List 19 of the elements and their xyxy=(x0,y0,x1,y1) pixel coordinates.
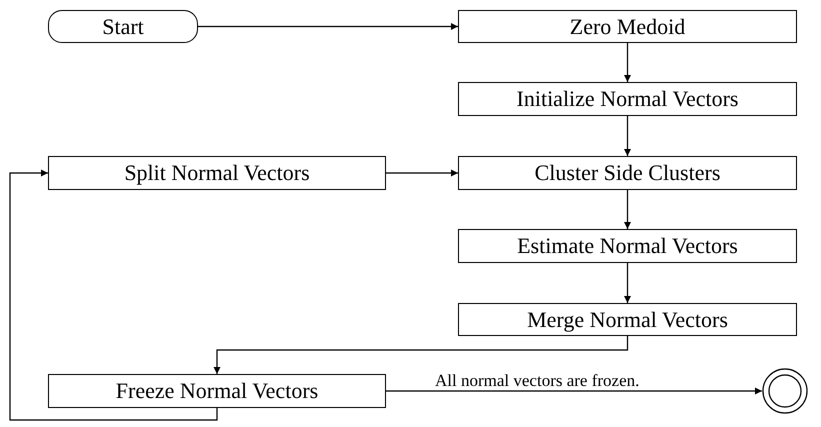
process-box: Initialize Normal Vectors xyxy=(458,82,797,116)
start-terminal: Start xyxy=(48,10,198,43)
arrow xyxy=(386,388,762,394)
arrow xyxy=(624,43,631,82)
process-box: Freeze Normal Vectors xyxy=(48,374,386,408)
process-box: Merge Normal Vectors xyxy=(458,303,797,336)
process-box: Estimate Normal Vectors xyxy=(458,229,797,263)
process-box: Zero Medoid xyxy=(458,10,797,43)
edge-label: All normal vectors are frozen. xyxy=(434,372,640,389)
process-box: Cluster Side Clusters xyxy=(458,156,797,190)
process-box: Split Normal Vectors xyxy=(48,156,386,190)
arrow xyxy=(624,116,631,156)
end-circle xyxy=(762,368,808,414)
arrow xyxy=(624,263,631,303)
arrow xyxy=(624,190,631,229)
arrow xyxy=(386,170,458,176)
arrow xyxy=(198,23,458,30)
arrow xyxy=(214,336,628,374)
arrow xyxy=(9,170,218,421)
